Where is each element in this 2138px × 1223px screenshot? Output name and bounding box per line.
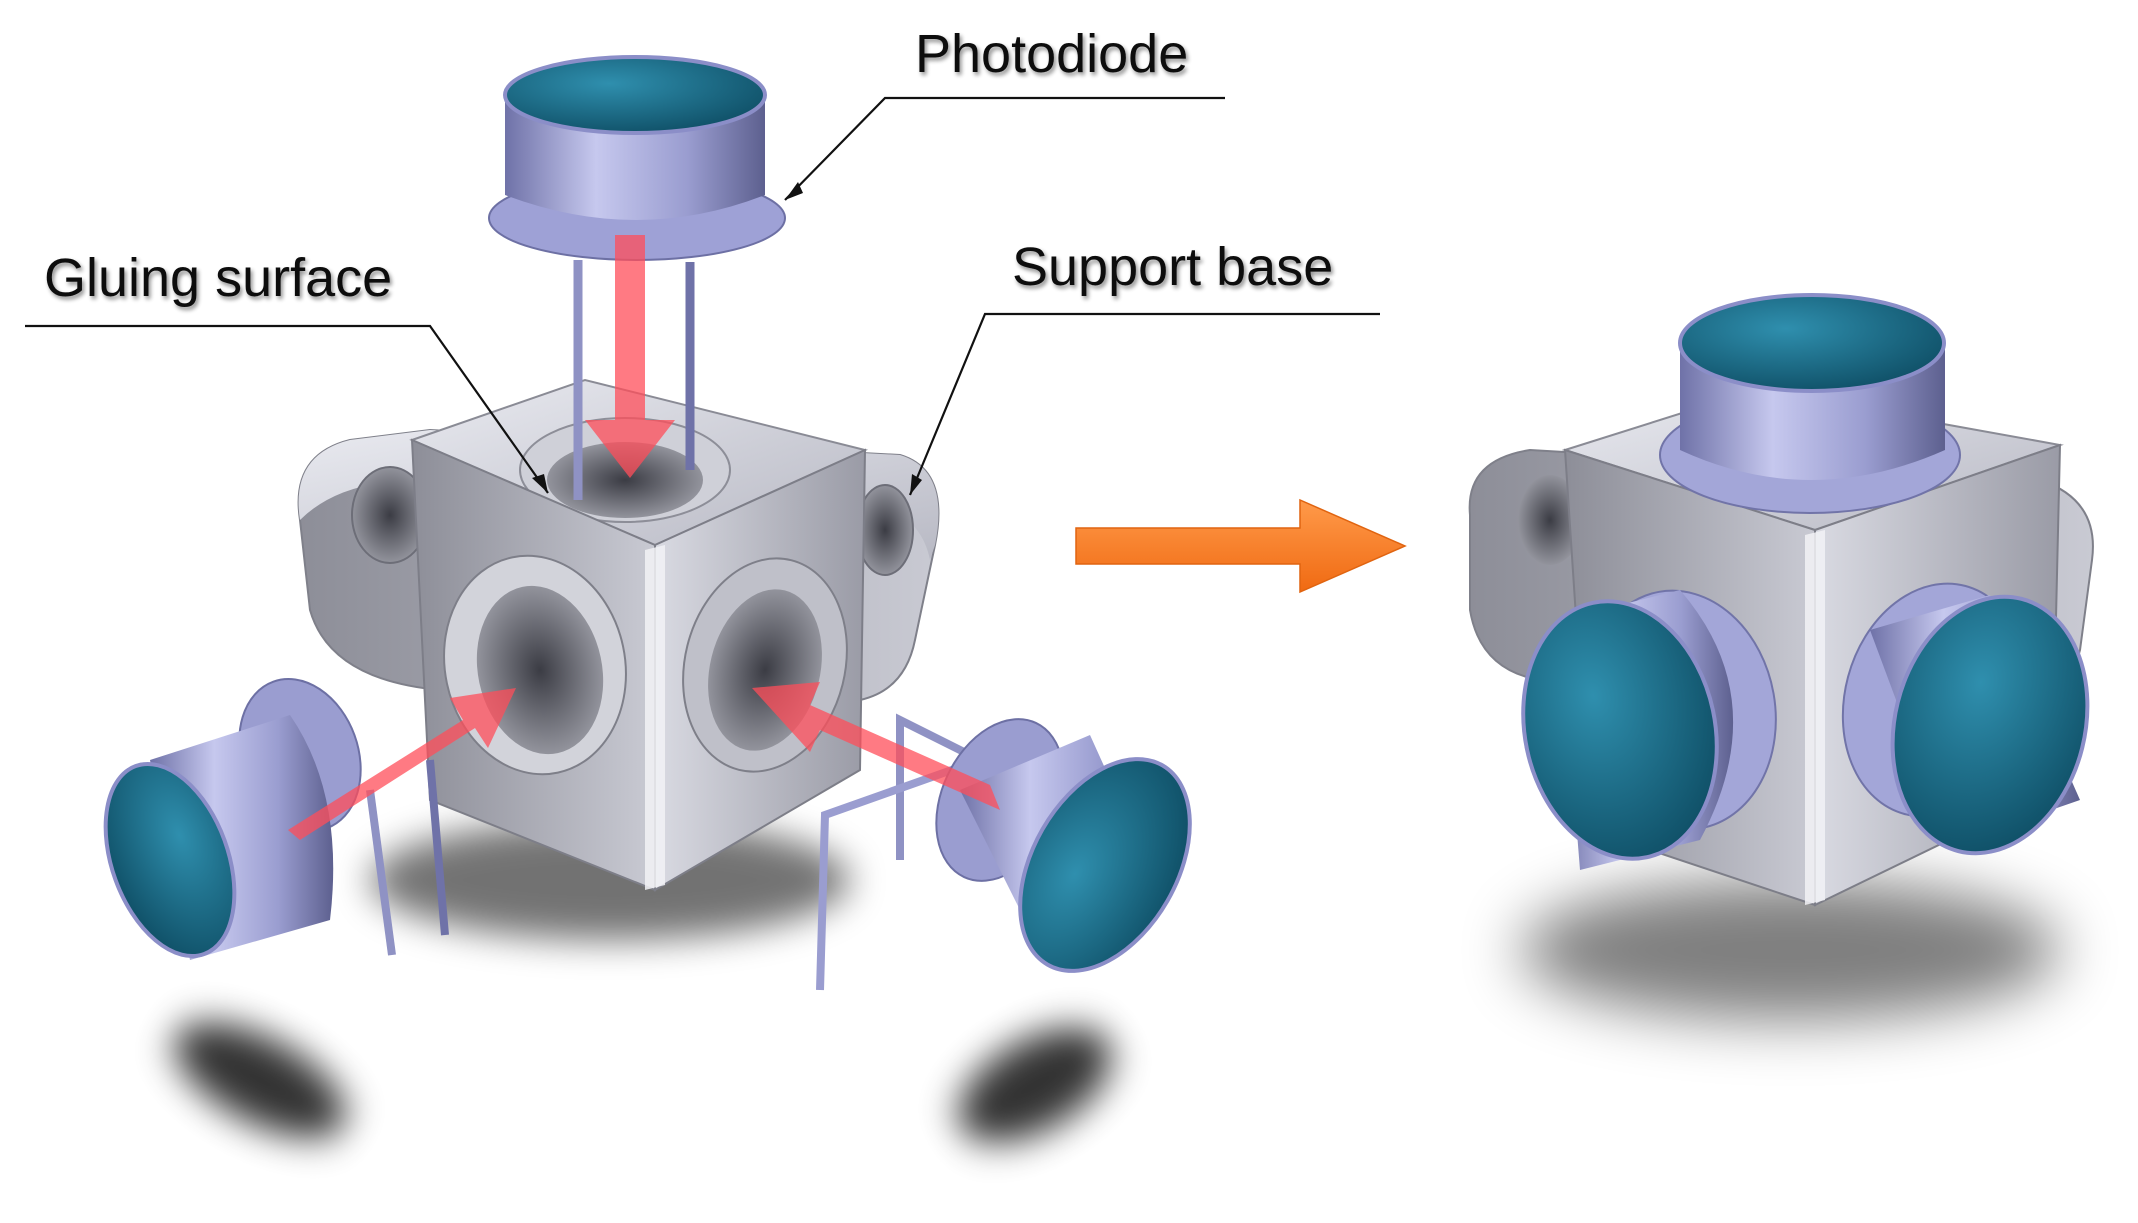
photodiode-left xyxy=(103,678,449,960)
assembled-unit xyxy=(1468,293,2094,1020)
assembled-shadow xyxy=(1520,880,2060,1020)
cube-shadow xyxy=(370,820,850,940)
right-diode-shadow xyxy=(958,1027,1112,1143)
assembled-photodiode-right xyxy=(1841,582,2090,856)
left-diode-shadow xyxy=(173,1021,347,1139)
base-bore-right xyxy=(856,484,914,576)
label-gluing-surface: Gluing surface xyxy=(44,248,392,308)
photodiode-window-right xyxy=(1018,757,1192,973)
photodiode-window-left xyxy=(103,761,237,959)
exploded-assembly xyxy=(103,55,1192,1143)
callout-gluing-surface: Gluing surface xyxy=(25,248,549,494)
assembled-photodiode-left xyxy=(1521,589,1777,870)
label-support-base: Support base xyxy=(1012,237,1333,297)
photodiode-window-top xyxy=(503,55,767,135)
callout-support-base: Support base xyxy=(908,237,1380,496)
label-photodiode: Photodiode xyxy=(915,24,1188,84)
orange-arrow-icon xyxy=(1075,498,1407,594)
callout-photodiode: Photodiode xyxy=(784,24,1225,201)
red-arrow-icon xyxy=(288,235,1000,840)
assembled-photodiode-top xyxy=(1659,293,1961,514)
photodiode-right xyxy=(816,713,1192,991)
photodiode-top xyxy=(488,55,786,500)
